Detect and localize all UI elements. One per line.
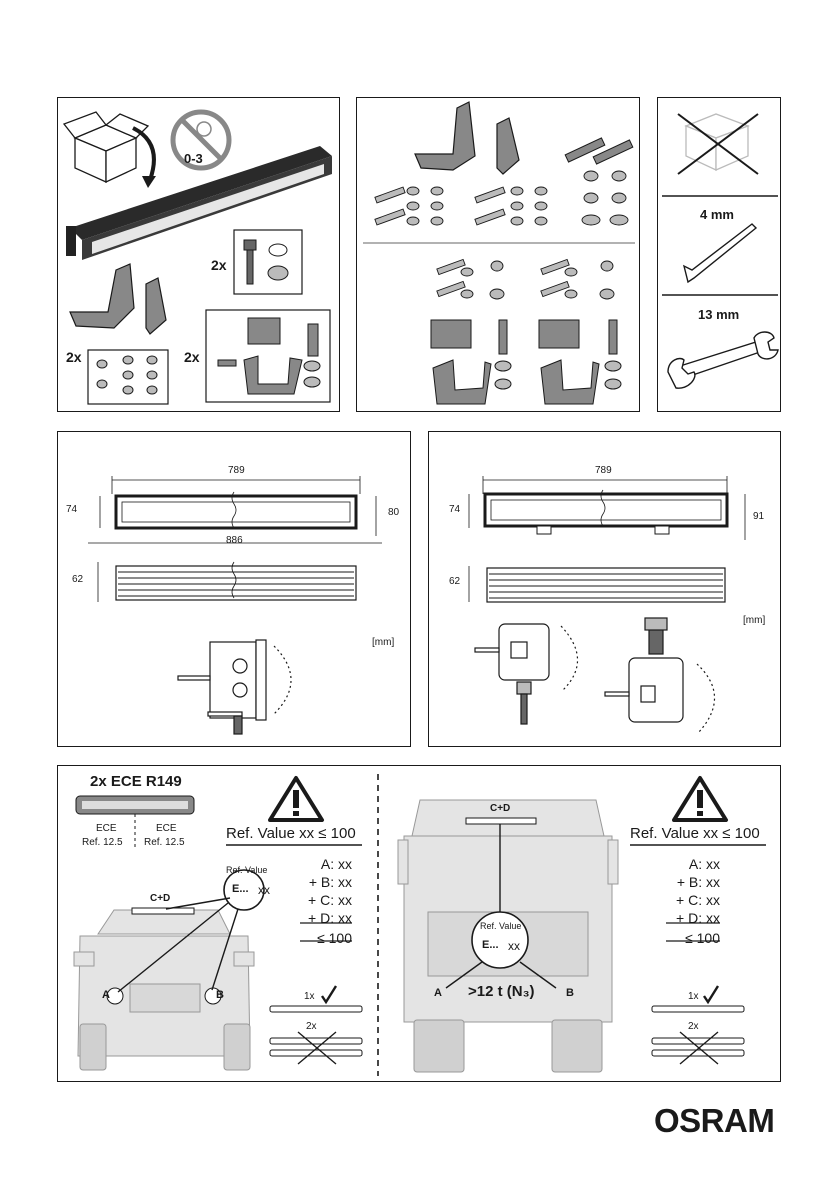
marker-a: A (434, 988, 442, 999)
open-box-icon (64, 112, 148, 182)
dim-height-left: 74 (449, 505, 460, 515)
wrench-icon (668, 332, 778, 388)
hex-key-icon (684, 224, 756, 282)
hex-key-size: 4 mm (700, 208, 734, 221)
e-mark: E... (482, 940, 499, 951)
sum-b: + B: xx (654, 874, 720, 890)
ref-label-left: Ref. 12.5 (82, 838, 123, 848)
ref-value-label: Ref. Value (480, 922, 521, 931)
truck-class: >12 t (N₃) (468, 984, 535, 999)
clamp-bracket-image (431, 320, 621, 404)
suv-image (74, 910, 254, 1070)
e-value: xx (258, 884, 270, 896)
cd-label: C+D (150, 894, 170, 904)
dim-unit: [mm] (743, 616, 765, 626)
ref-value-heading: Ref. Value xx ≤ 100 (630, 826, 760, 841)
cd-label: C+D (490, 804, 510, 814)
panel-dimensions-right: 789 74 91 62 [mm] (428, 431, 781, 747)
marker-b: B (566, 988, 574, 999)
qty-screw-label: 2x (66, 350, 82, 364)
age-warning-label: 0-3 (184, 152, 203, 165)
dim-depth: 62 (449, 577, 460, 587)
ref-label-right: Ref. 12.5 (144, 838, 185, 848)
sum-a: A: xx (286, 856, 352, 872)
marker-a: A (102, 990, 110, 1001)
sum-total: ≤ 100 (654, 930, 720, 946)
dimension-drawing-left (58, 432, 412, 748)
dim-height-right: 91 (753, 512, 764, 522)
package-contents-illustration (58, 98, 341, 413)
count-no: 2x (688, 1022, 699, 1032)
count-ok: 1x (688, 992, 699, 1002)
dim-depth: 62 (72, 575, 83, 585)
check-icon (704, 986, 718, 1002)
sum-total: ≤ 100 (286, 930, 352, 946)
dimension-drawing-right (429, 432, 782, 748)
marker-b: B (216, 990, 224, 1001)
tools-illustration (658, 98, 782, 413)
long-bolt-image (565, 138, 633, 164)
count-ok: 1x (304, 992, 315, 1002)
e-mark: E... (232, 884, 249, 895)
qty-bolt-label: 2x (211, 258, 227, 272)
sum-b: + B: xx (286, 874, 352, 890)
check-icon (322, 986, 336, 1002)
dim-width-top: 789 (228, 466, 245, 476)
warning-icon (674, 778, 726, 820)
bracket-image (415, 102, 519, 174)
sum-c: + C: xx (654, 892, 720, 908)
dim-height-left: 74 (66, 505, 77, 515)
dim-height-right: 80 (388, 508, 399, 518)
ece-title: 2x ECE R149 (90, 774, 182, 789)
sum-a: A: xx (654, 856, 720, 872)
sum-d: + D: xx (286, 910, 352, 926)
bracket-image (70, 264, 166, 334)
wrench-size: 13 mm (698, 308, 739, 321)
count-no: 2x (306, 1022, 317, 1032)
panel-package-contents: 0-3 2x 2x 2x (57, 97, 340, 412)
panel-hardware (356, 97, 640, 412)
sum-block: A: xx + B: xx + C: xx + D: xx ≤ 100 (654, 856, 720, 946)
ref-value-heading: Ref. Value xx ≤ 100 (226, 826, 356, 841)
e-value: xx (508, 940, 520, 952)
sum-block: A: xx + B: xx + C: xx + D: xx ≤ 100 (286, 856, 352, 946)
warning-icon (270, 778, 322, 820)
brand-logo: OSRAM (654, 1102, 774, 1140)
small-parts-image (375, 171, 628, 299)
dim-width-total: 886 (226, 536, 243, 546)
mount-bracket-image (178, 640, 266, 734)
ece-label-right: ECE (156, 824, 177, 834)
hardware-illustration (357, 98, 641, 413)
panel-dimensions-left: 789 74 80 886 62 [mm] (57, 431, 411, 747)
ref-value-label: Ref. Value (226, 866, 267, 875)
sum-c: + C: xx (286, 892, 352, 908)
ece-label-left: ECE (96, 824, 117, 834)
dim-unit: [mm] (372, 638, 394, 648)
sum-d: + D: xx (654, 910, 720, 926)
dim-width-top: 789 (595, 466, 612, 476)
qty-bracket-label: 2x (184, 350, 200, 364)
panel-homologation: 2x ECE R149 ECE Ref. 12.5 ECE Ref. 12.5 … (57, 765, 781, 1082)
mount-bracket-image (475, 618, 683, 724)
panel-tools: 4 mm 13 mm (657, 97, 781, 412)
